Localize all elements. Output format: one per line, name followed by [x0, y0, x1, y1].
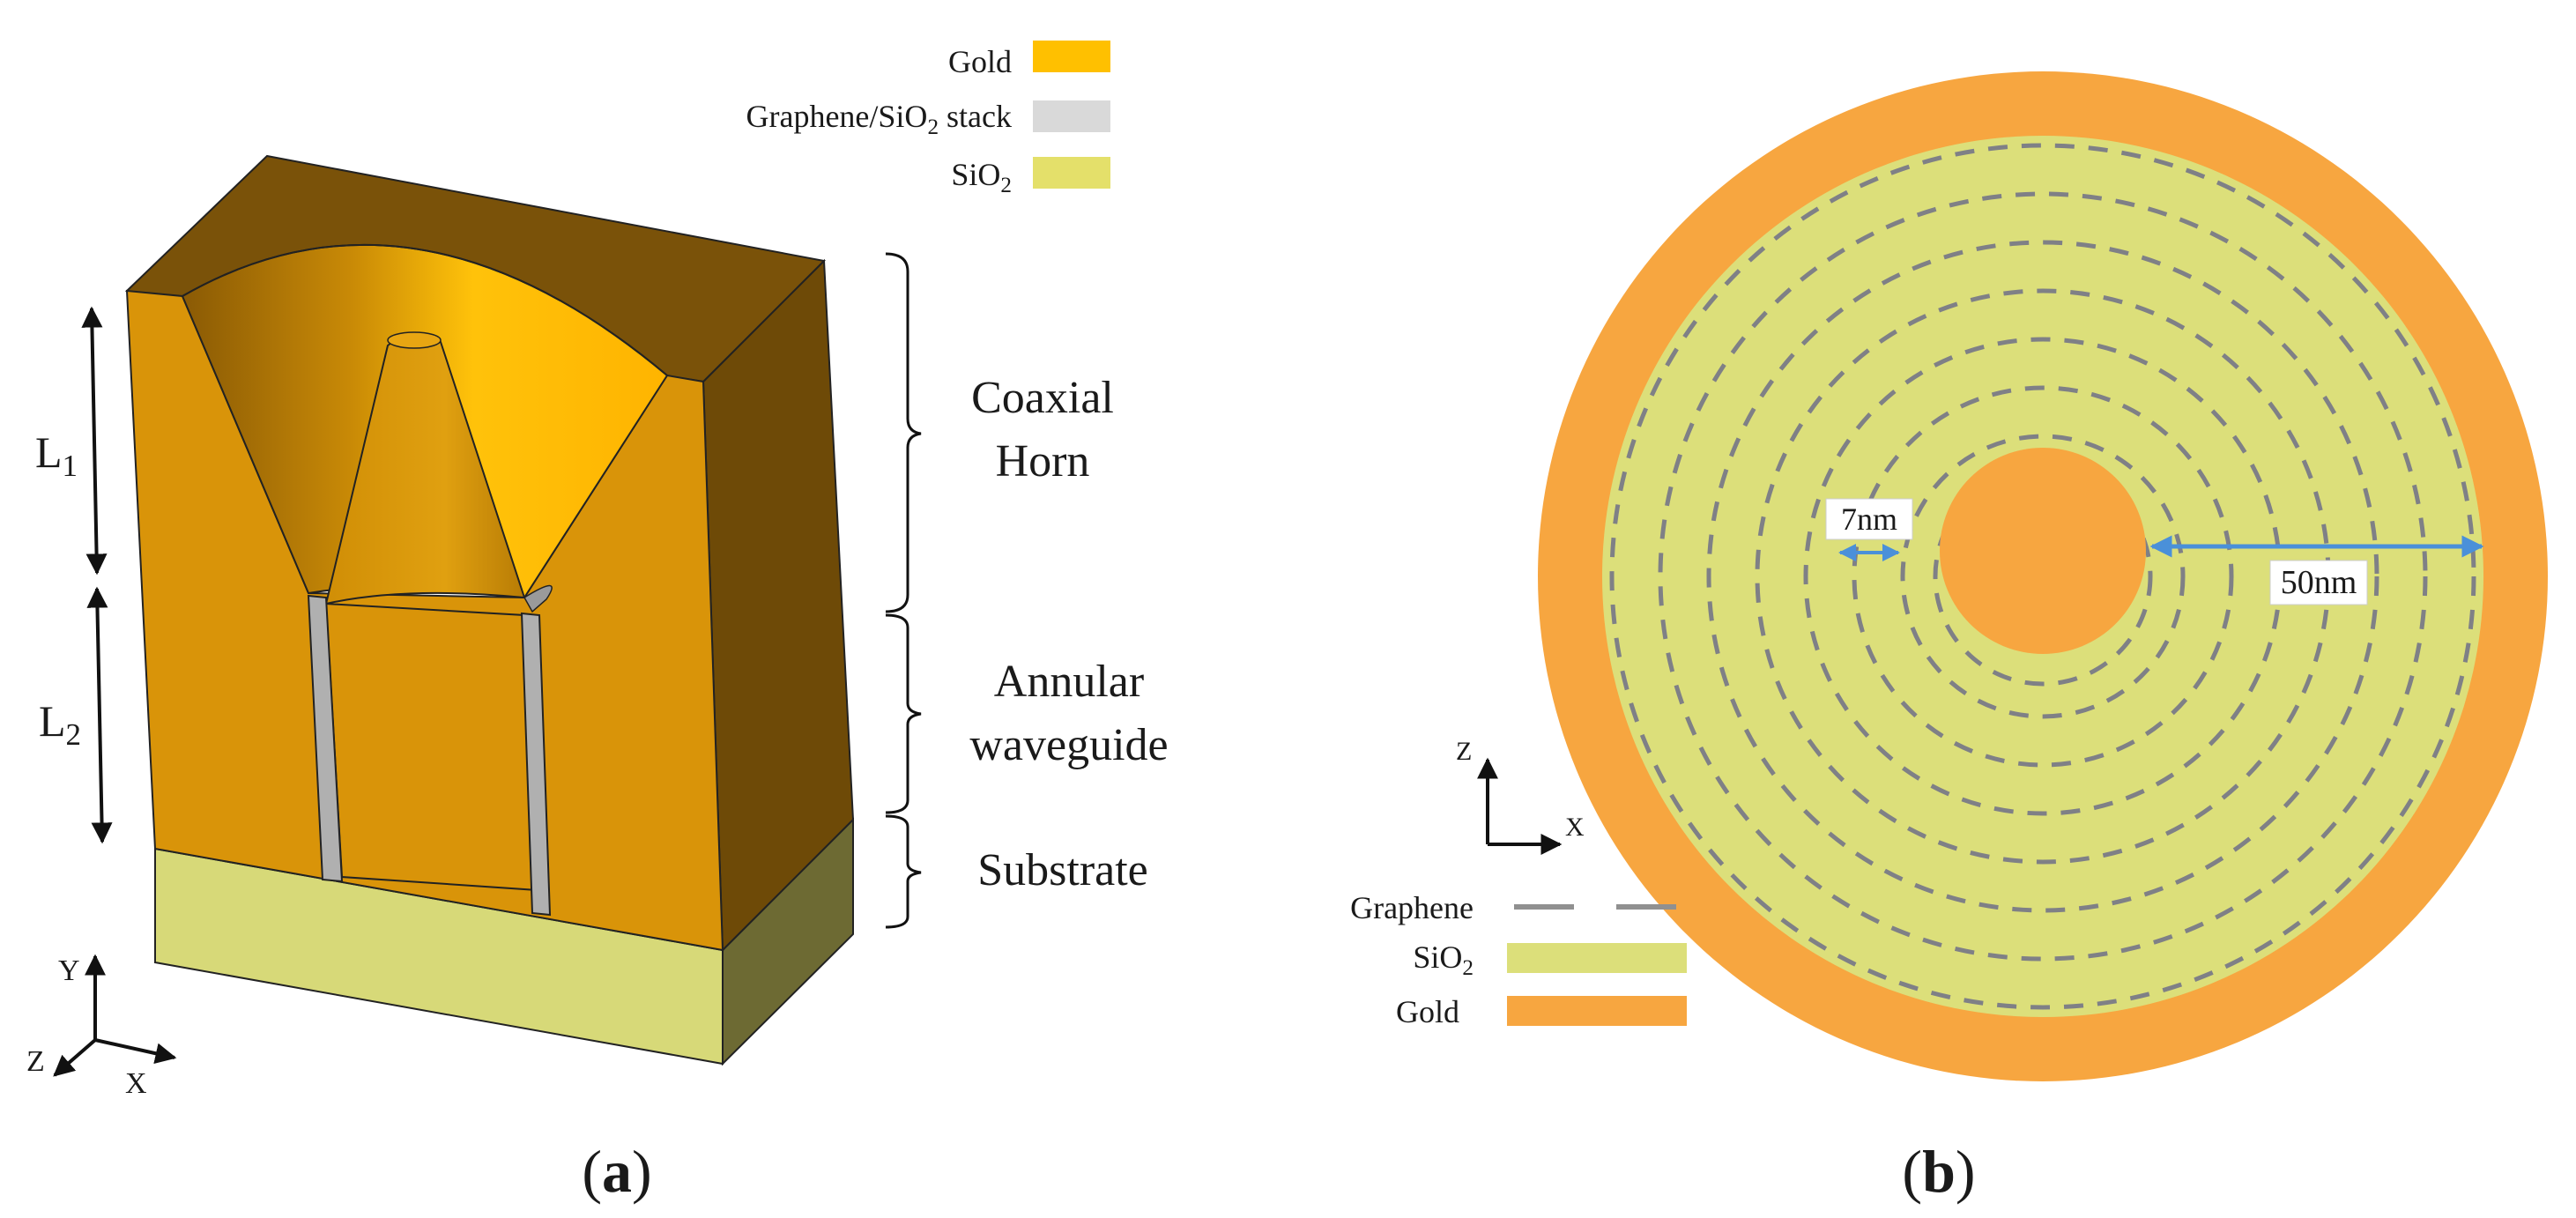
legend-graphene-stack-swatch [1033, 100, 1110, 132]
legend-gold-swatch [1033, 41, 1110, 72]
panel-b: 7nm 50nm Z X Graphene SiO2 Gold (b) [1350, 71, 2548, 1205]
l2-label: L2 [39, 696, 81, 752]
graphene-ring [1706, 240, 2379, 913]
dim-7nm-box [1825, 498, 1913, 540]
region-label-substrate: Substrate [977, 845, 1148, 895]
coaxial-horn-model [124, 154, 855, 1066]
caption-b: (b) [1902, 1138, 1975, 1205]
legend-sio2-swatch [1033, 157, 1110, 189]
legend-b-graphene-label: Graphene [1350, 890, 1474, 925]
legend-gold-label: Gold [948, 44, 1012, 79]
brace-coaxial-horn [885, 252, 922, 613]
dim-7nm-label: 7nm [1841, 501, 1897, 537]
axis-b-z: Z [1456, 737, 1472, 766]
dim-50nm-label: 50nm [2281, 564, 2357, 601]
axis-a-x: X [125, 1067, 147, 1100]
graphene-ring [1658, 191, 2428, 962]
l2-arrow [86, 586, 113, 844]
axis-a-z: Z [26, 1045, 45, 1078]
legend-b-sio2-swatch [1507, 943, 1687, 973]
brace-substrate [885, 814, 922, 929]
l1-label: L1 [35, 427, 78, 483]
center-conductor-tip [387, 331, 442, 349]
legend-graphene-stack-label: Graphene/SiO2 stack [746, 99, 1012, 139]
region-label-waveguide: waveguide [969, 720, 1168, 770]
l1-arrow [81, 306, 108, 576]
center-gold-core [1940, 448, 2146, 654]
region-label-coaxial: Coaxial [971, 373, 1114, 423]
axis-b-x: X [1565, 813, 1585, 842]
brace-annular-waveguide [885, 613, 922, 814]
panel-a: Gold Graphene/SiO2 stack SiO2 [26, 41, 1169, 1205]
graphene-ring [1852, 385, 2234, 768]
legend-b-gold-swatch [1507, 996, 1687, 1026]
horn-gap-shadow [523, 584, 553, 613]
axes-b: Z X [1456, 737, 1585, 855]
graphene-ring [1900, 434, 2186, 719]
center-conductor-post [324, 602, 539, 892]
graphene-strip-right [520, 612, 552, 917]
graphene-ring [1609, 143, 2476, 1010]
horn-rim [182, 243, 668, 376]
axis-a-y: Y [58, 954, 80, 987]
legend-b-sio2-label: SiO2 [1413, 939, 1474, 980]
graphene-strip-left [307, 594, 344, 883]
dim-50nm-box [2269, 560, 2368, 605]
region-label-annular: Annular [994, 657, 1144, 707]
legend-a: Gold Graphene/SiO2 stack SiO2 [746, 41, 1110, 197]
legend-b: Graphene SiO2 Gold [1350, 890, 1687, 1029]
caption-a: (a) [582, 1138, 651, 1205]
axes-a: Y Z X [26, 954, 177, 1100]
legend-b-gold-label: Gold [1396, 994, 1459, 1029]
region-label-horn: Horn [996, 436, 1090, 486]
legend-sio2-label: SiO2 [951, 157, 1012, 197]
